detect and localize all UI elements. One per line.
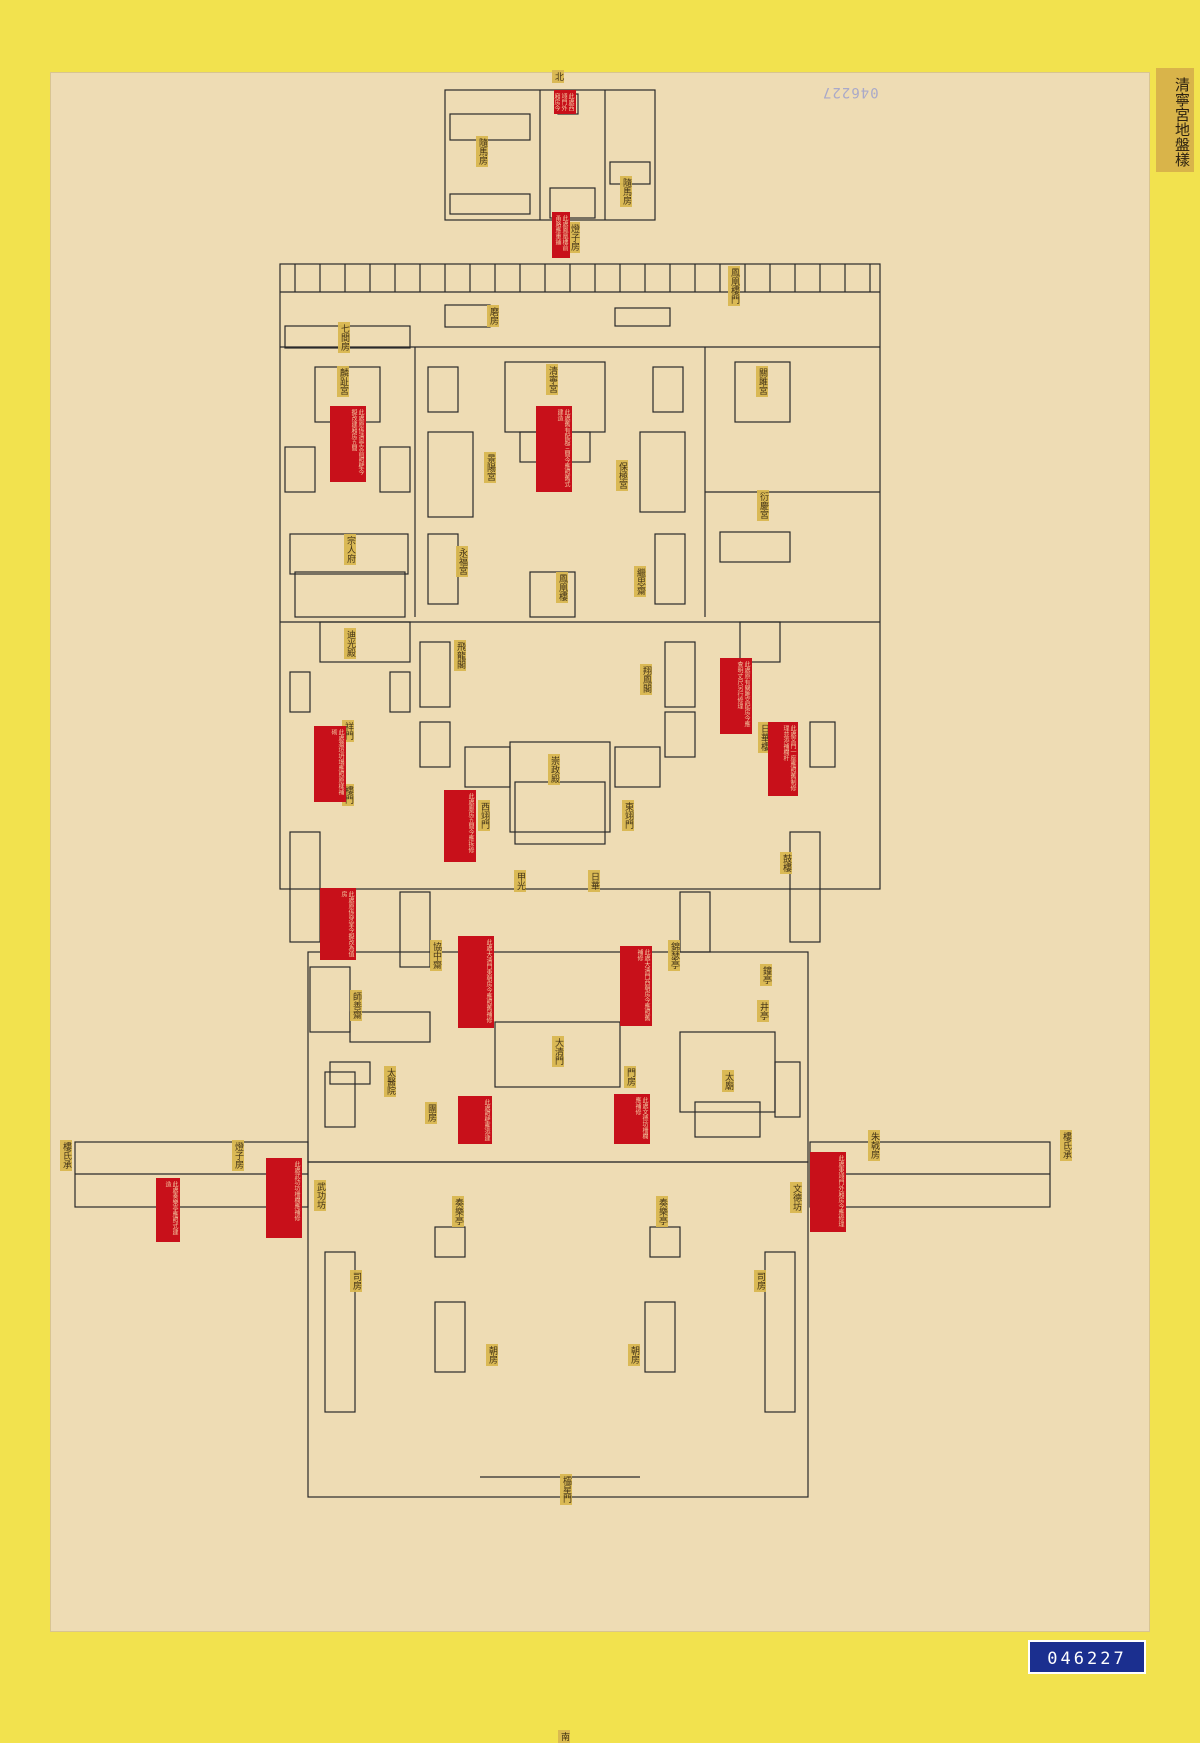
label-chongzheng: 崇政殿	[548, 754, 560, 785]
repair-note: 此處武功坊柵欄應補修	[266, 1158, 302, 1238]
label-chaofang-west: 朝房	[486, 1344, 498, 1366]
label-zoule-east: 奏樂亭	[656, 1196, 668, 1227]
label-xiezhong: 協中齋	[430, 940, 442, 971]
repair-note: 此處照壁應添建	[458, 1096, 492, 1144]
repair-note: 此處文德坊柵欄應補修	[614, 1094, 650, 1144]
repair-note: 此處宮門一座應照舊制修理並添補欄杆	[768, 722, 798, 796]
label-ganfang: 磨房	[487, 305, 499, 327]
label-wende: 文德坊	[790, 1182, 802, 1213]
label-tuanfang: 團房	[425, 1102, 437, 1124]
label-south: 南	[558, 1730, 570, 1743]
daqing-gate	[494, 1021, 621, 1088]
label-west-yi-gate: 西翊門	[478, 800, 490, 831]
label-dengzifang-west: 燈子房	[232, 1140, 244, 1171]
repair-note: 此處舊有配殿三間今應照舊式建造	[536, 406, 572, 492]
repair-note: 此處大清門西朝房今應照舊補修	[620, 946, 652, 1026]
repair-note: 此處奏樂亭應照式建造	[156, 1178, 180, 1242]
chongzheng-hall	[509, 741, 611, 833]
label-fengxian: 鳳凰樓門	[728, 266, 740, 306]
label-jiaguang: 甲光	[514, 870, 526, 892]
label-mafang-east: 隨馬房	[620, 176, 632, 207]
label-jinse: 錦瑟亭	[668, 940, 680, 971]
catalog-number-label: 046227	[1028, 1640, 1146, 1674]
label-sifang-east: 司房	[754, 1270, 766, 1292]
label-zoule-west: 奏樂亭	[452, 1196, 464, 1227]
label-north: 北	[552, 70, 564, 83]
palace-floor-plan	[74, 89, 1051, 1498]
label-taimiao: 太廟	[722, 1070, 734, 1092]
label-jingyang: 景陽宮	[484, 452, 496, 483]
label-baoji: 保極宮	[616, 460, 628, 491]
label-fenghuang: 鳳凰樓	[556, 572, 568, 603]
repair-note: 此處原係穿堂今擬改為值房	[320, 888, 356, 960]
repair-note: 此處鳳凰樓前甬路應重鋪	[552, 212, 570, 258]
label-lingxing: 櫺星門	[560, 1474, 572, 1505]
label-west-wing-end: 樓氏承	[60, 1140, 72, 1171]
label-rihua: 日華	[588, 870, 600, 892]
label-chaofang-east: 朝房	[628, 1344, 640, 1366]
label-qijian: 七間房	[338, 322, 350, 353]
repair-note: 此處廊房五間今應拆修	[444, 790, 476, 862]
repair-note: 此處大清門東朝房今應照舊補修	[458, 936, 494, 1028]
label-yongfu: 永福宮	[456, 546, 468, 577]
map-title: 清寧宮地盤樣	[1156, 68, 1194, 172]
label-menfang: 門房	[624, 1066, 636, 1088]
label-east-wing-end: 樓氏承	[1060, 1130, 1072, 1161]
label-zhongting: 鐘亭	[760, 964, 772, 986]
label-lingongdian: 麟趾宮	[337, 366, 349, 397]
label-guanju: 關雎宮	[756, 366, 768, 397]
repair-note: 此處原有關雎宮配房今應查明丈尺另行修理	[720, 658, 752, 734]
label-yanqing: 衍慶宮	[757, 490, 769, 521]
repair-note: 此處原係清寧宮前照壁今擬改建廂房五間	[330, 406, 366, 482]
label-zongren: 宗人府	[344, 534, 356, 565]
label-taiyi: 太醫院	[384, 1066, 396, 1097]
repair-note: 此處西翊門外廂房今應修理	[554, 90, 576, 114]
label-qingning: 清寧宮	[546, 364, 558, 395]
inner-court-wall	[279, 263, 881, 890]
label-shishan: 師善齋	[350, 990, 362, 1021]
label-mafang-west: 隨馬房	[476, 136, 488, 167]
label-feilong: 飛龍閣	[454, 640, 466, 671]
repair-note: 此處牆垣坍塌應照原樣補砌	[314, 726, 346, 802]
repair-note: 此處東翊門外廂房今應修理	[810, 1152, 846, 1232]
map-sheet	[50, 72, 1150, 1632]
label-east-yi-gate: 東翊門	[622, 800, 634, 831]
label-diguang: 迪光殿	[344, 628, 356, 659]
stable-compound	[444, 89, 656, 221]
outer-square-wall	[307, 1161, 809, 1498]
label-dengzifang-north: 燈子房	[568, 222, 580, 253]
label-zhuji: 朱戟房	[868, 1130, 880, 1161]
label-xiangfeng: 翔鳳閣	[640, 664, 652, 695]
label-sifang-west: 司房	[350, 1270, 362, 1292]
north-gallery	[294, 264, 871, 292]
inventory-stamp: 046227	[822, 84, 879, 100]
label-riyi: 日華樓	[758, 722, 770, 753]
label-daqing-gate: 大清門	[552, 1036, 564, 1067]
label-gulou: 鼓樓	[780, 852, 792, 874]
label-jingting: 井亭	[757, 1000, 769, 1022]
label-jisi: 繼思齋	[634, 566, 646, 597]
label-wugong: 武功坊	[314, 1180, 326, 1211]
